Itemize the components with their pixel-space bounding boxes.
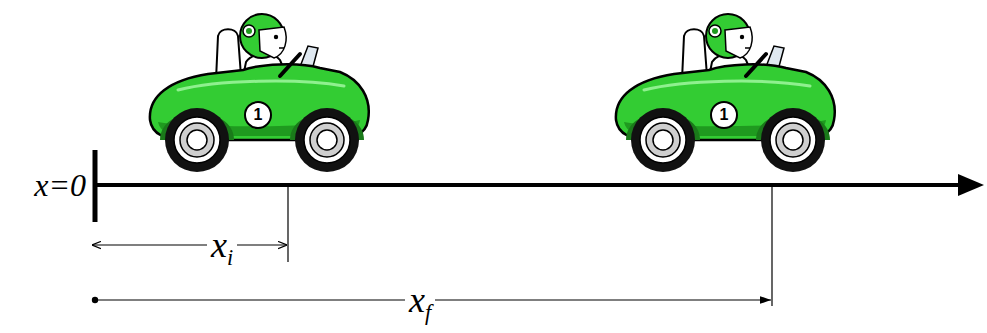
leader-line xyxy=(771,186,772,306)
number-badge: 1 xyxy=(244,101,272,129)
position-label: xi xyxy=(207,227,237,263)
number-badge: 1 xyxy=(710,101,738,129)
badge-outline xyxy=(711,102,737,128)
axis-arrowhead xyxy=(958,174,984,196)
dimension-line xyxy=(92,244,287,245)
race-car xyxy=(616,14,835,172)
origin-label: x=0 xyxy=(30,169,90,201)
race-car xyxy=(150,14,369,172)
badge-outline xyxy=(245,102,271,128)
leader-line xyxy=(287,186,288,262)
x-axis xyxy=(95,183,962,187)
origin-tick xyxy=(93,150,98,222)
label-text: xf xyxy=(409,280,431,320)
callout-number: 1 xyxy=(720,107,729,123)
label-text: xi xyxy=(211,225,233,265)
position-label: xf xyxy=(405,282,435,318)
callout-number: 1 xyxy=(254,107,263,123)
label-text: x=0 xyxy=(34,167,86,203)
